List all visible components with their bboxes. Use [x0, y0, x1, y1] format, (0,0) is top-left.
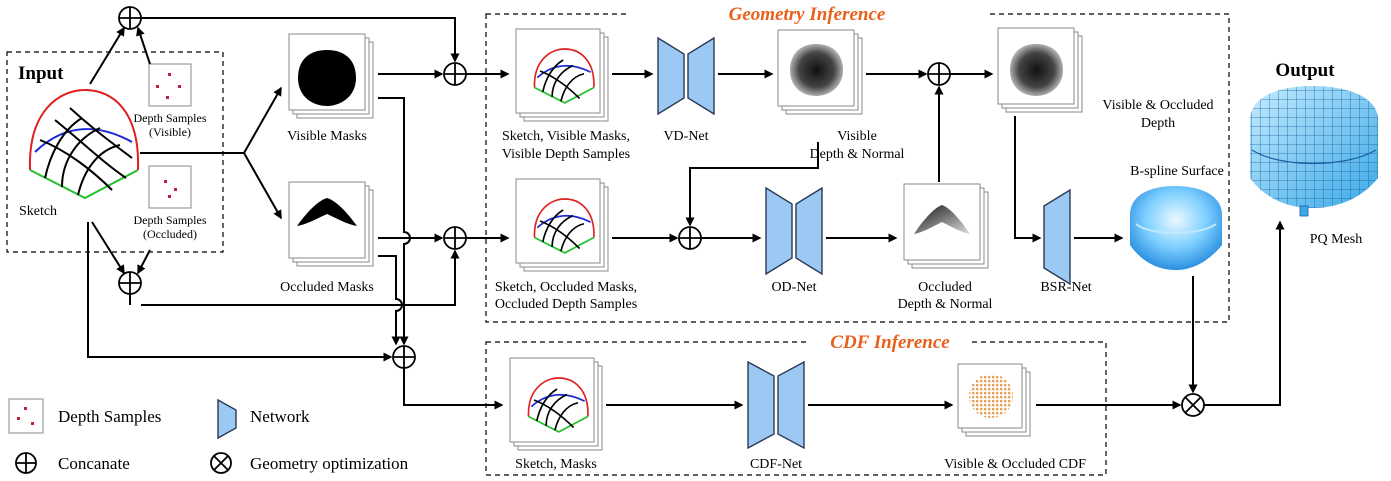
vd-input-label-2: Visible Depth Samples — [502, 147, 630, 162]
bsr-net — [1043, 188, 1071, 286]
cdf-net — [747, 360, 805, 450]
od-input-stack — [515, 178, 609, 272]
input-title: Input — [18, 63, 64, 84]
od-input-label-1: Sketch, Occluded Masks, — [495, 280, 637, 295]
od-input-label-2: Occluded Depth Samples — [495, 297, 637, 312]
legend: Depth Samples Network Concanate Geometry… — [8, 398, 409, 474]
od-net-label: OD-Net — [771, 280, 816, 295]
legend-concatenate: Concanate — [58, 454, 130, 473]
visible-masks-label: Visible Masks — [287, 129, 367, 144]
vd-net — [657, 36, 715, 116]
cdf-net-label: CDF-Net — [750, 457, 802, 472]
concat-op-visible — [443, 62, 467, 86]
bsr-net-label: BSR-Net — [1040, 280, 1091, 295]
vd-input-stack — [515, 28, 609, 122]
cdf-box — [485, 341, 1107, 476]
output-title: Output — [1275, 60, 1335, 81]
bspline-surface — [1130, 186, 1222, 270]
visible-masks-stack — [288, 33, 374, 119]
depth-samples-occluded-card — [148, 165, 192, 209]
cdf-title: CDF Inference — [830, 332, 950, 353]
pq-mesh-label: PQ Mesh — [1310, 232, 1363, 247]
depth-occluded-label-1: Depth Samples — [134, 213, 207, 227]
concat-op-top — [118, 6, 142, 30]
legend-geo-opt: Geometry optimization — [250, 454, 409, 473]
vis-occ-depth-label-1: Visible & Occluded — [1102, 98, 1213, 113]
occluded-depth-label-1: Occluded — [918, 280, 972, 295]
vd-net-label: VD-Net — [663, 129, 708, 144]
legend-geo-opt-icon — [210, 452, 232, 474]
depth-samples-visible-card — [148, 63, 192, 107]
occluded-depth-label-2: Depth & Normal — [898, 297, 993, 312]
input-sketch — [28, 88, 140, 200]
cdf-output-stack — [957, 363, 1031, 437]
legend-depth-samples: Depth Samples — [58, 407, 161, 426]
legend-network: Network — [250, 407, 310, 426]
concat-op-od-input — [678, 226, 702, 250]
pq-mesh — [1250, 86, 1378, 217]
legend-concat-icon — [15, 452, 37, 474]
concat-op-bottom-left — [118, 271, 142, 295]
geometry-title: Geometry Inference — [729, 4, 886, 25]
vis-occ-depth-stack — [997, 27, 1083, 113]
concat-op-occluded — [443, 226, 467, 250]
depth-visible-label-2: (Visible) — [149, 125, 191, 139]
visible-depth-label-2: Depth & Normal — [810, 147, 905, 162]
vd-input-label-1: Sketch, Visible Masks, — [502, 129, 630, 144]
concat-op-cdf — [392, 345, 416, 369]
geo-opt-op — [1181, 393, 1205, 417]
edges — [87, 17, 1285, 410]
cdf-input-label: Sketch, Masks — [515, 457, 597, 472]
bspline-label: B-spline Surface — [1130, 164, 1224, 179]
legend-depth-samples-icon — [8, 398, 44, 434]
depth-visible-label-1: Depth Samples — [134, 111, 207, 125]
visible-depth-stack — [777, 29, 863, 115]
vis-occ-depth-label-2: Depth — [1141, 116, 1175, 131]
cdf-output-label: Visible & Occluded CDF — [944, 457, 1086, 472]
occluded-depth-stack — [903, 183, 989, 269]
depth-occluded-label-2: (Occluded) — [143, 227, 197, 241]
visible-depth-label-1: Visible — [837, 129, 877, 144]
occluded-masks-label: Occluded Masks — [280, 280, 374, 295]
od-net — [765, 186, 823, 276]
sketch-label: Sketch — [19, 204, 57, 219]
occluded-masks-stack — [288, 181, 374, 267]
cdf-input-stack — [509, 357, 603, 451]
legend-network-icon — [217, 398, 237, 440]
concat-op-depth-merge — [927, 62, 951, 86]
